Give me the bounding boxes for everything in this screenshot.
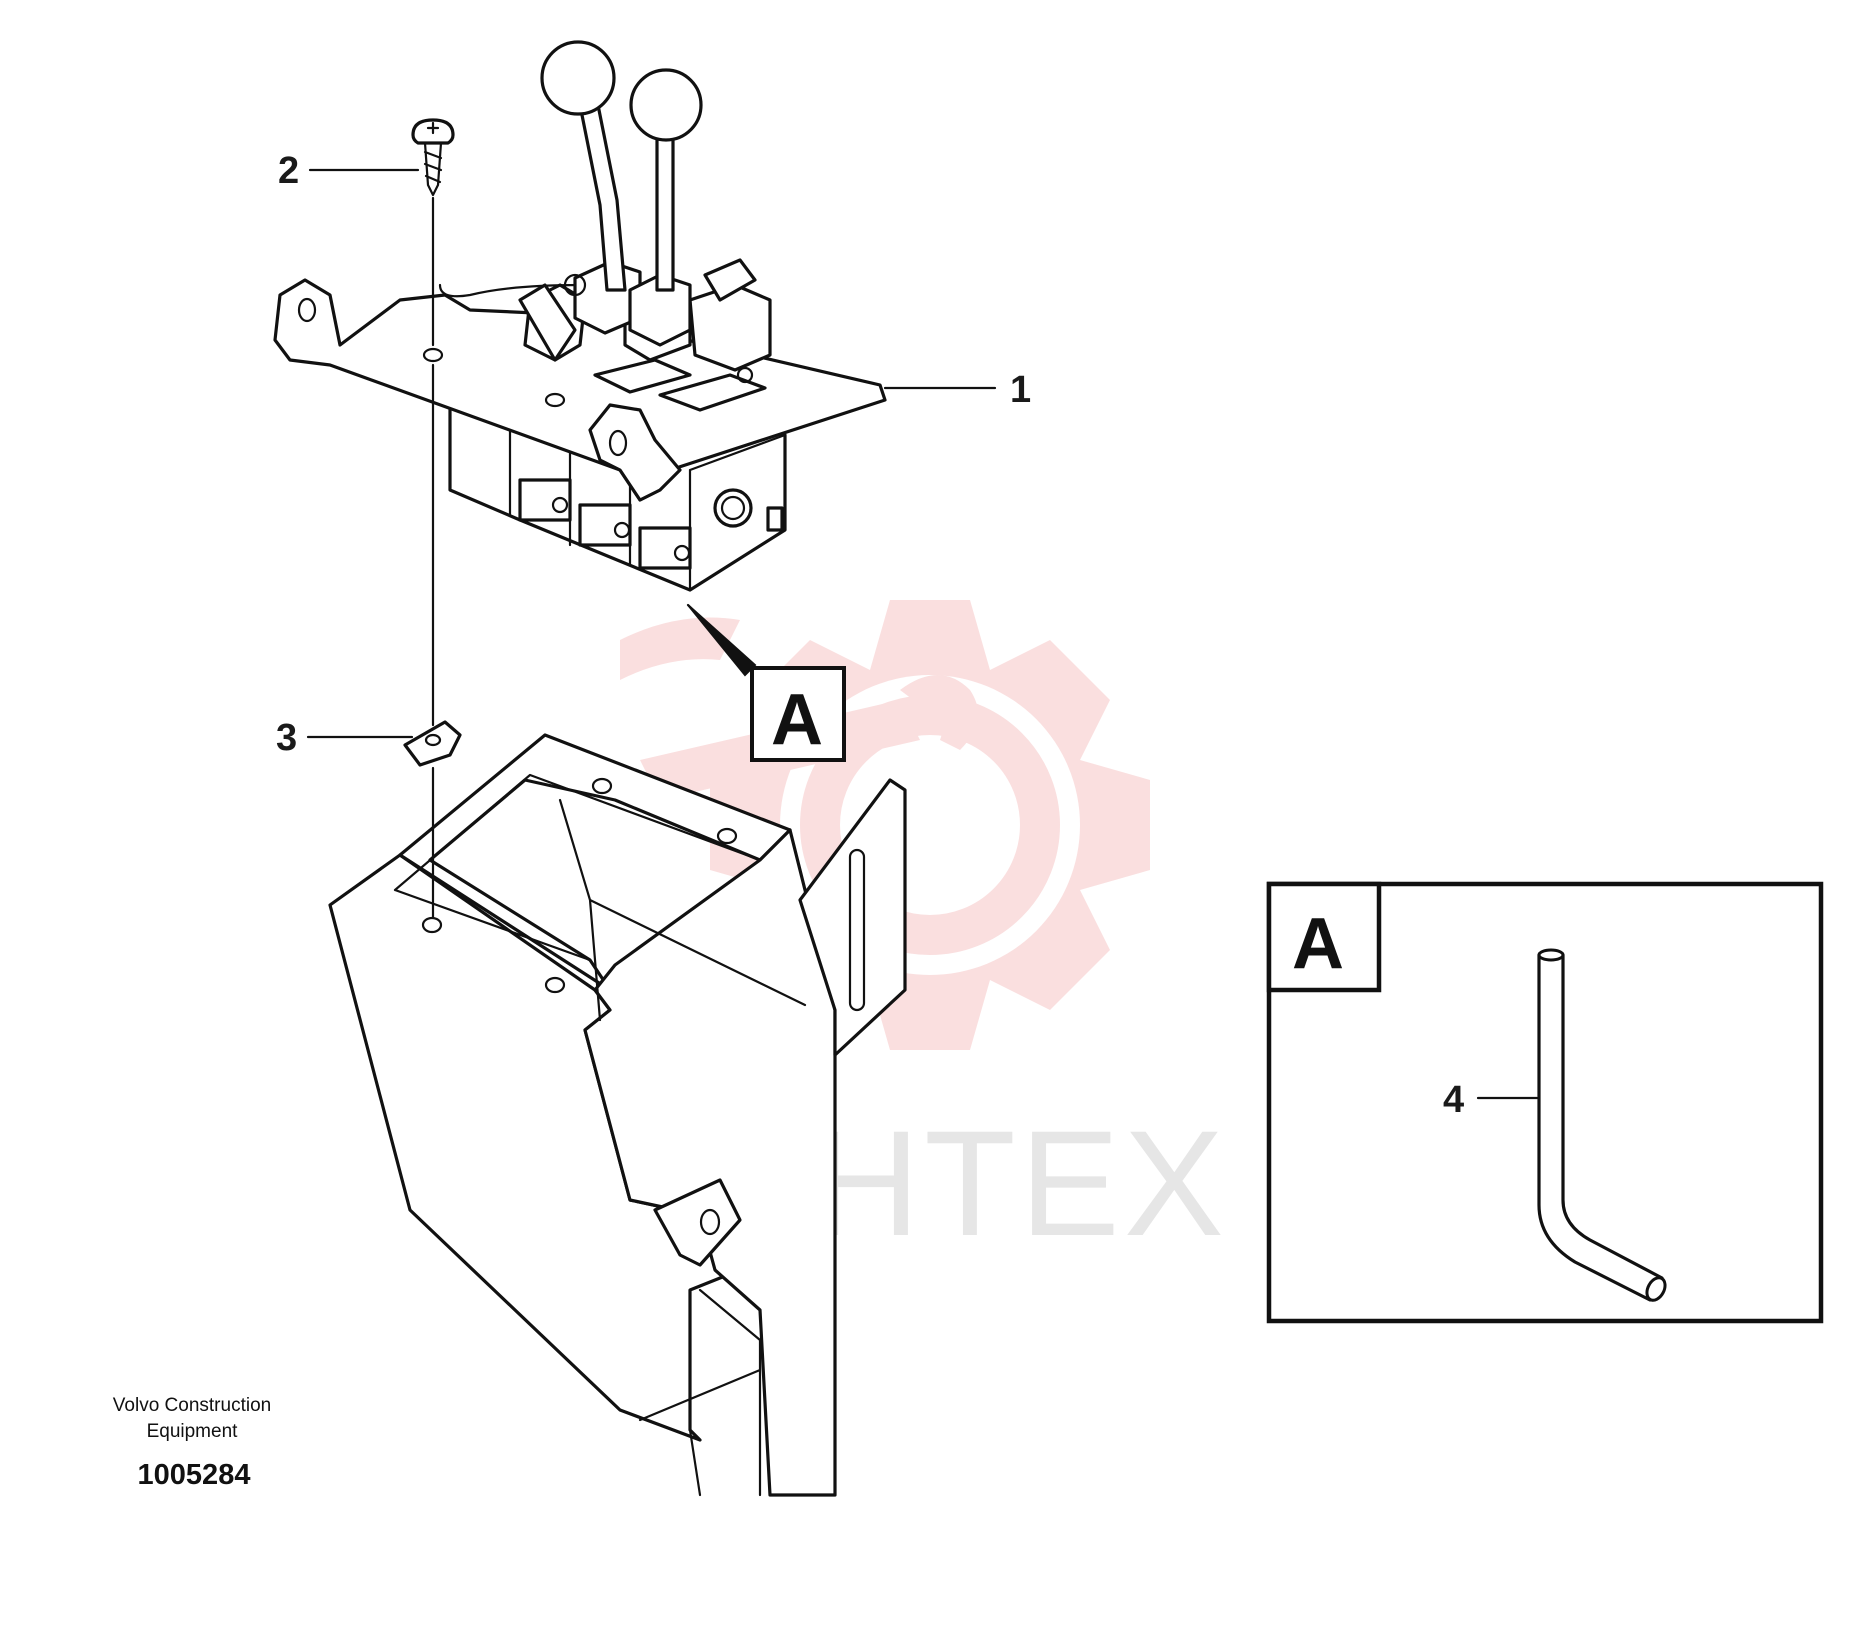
plate-slot <box>593 358 692 394</box>
cover-hole <box>716 827 738 845</box>
spool-tab <box>703 258 757 302</box>
clip-nut <box>403 720 462 767</box>
bracket-hole <box>608 429 628 457</box>
watermark-gear-ring <box>800 695 1060 955</box>
callout-2: 2 <box>278 150 420 192</box>
callout-label-4: 4 <box>1443 1079 1464 1121</box>
callout-1: 1 <box>883 369 1031 411</box>
cover-inner-rim <box>393 773 762 962</box>
lug-hole <box>699 1208 721 1236</box>
plate-slot <box>658 373 767 412</box>
cover-hole <box>591 777 613 795</box>
valve-port-inner <box>720 495 746 521</box>
front-bracket <box>588 403 682 502</box>
cover-inner-lines <box>558 798 807 1497</box>
clip-nut-body <box>403 720 462 767</box>
plate-hole <box>422 347 444 363</box>
watermark-swoosh <box>620 617 740 680</box>
flange-slot <box>848 848 866 1012</box>
cover-side-flange <box>798 778 907 1057</box>
detail-label-letter: A <box>1292 904 1344 984</box>
screw <box>411 118 455 197</box>
view-ref-box <box>750 666 846 762</box>
lever-knob-right <box>629 68 703 142</box>
maker-name-line2: Equipment <box>147 1421 239 1442</box>
valve-bolt <box>613 521 631 539</box>
control-lever-right <box>655 128 675 292</box>
plate-hole <box>544 392 566 408</box>
title-block: Volvo Construction Equipment 1005284 <box>113 1395 271 1491</box>
control-valve-assembly <box>273 40 887 592</box>
cover-lug <box>653 1178 742 1267</box>
callout-3: 3 <box>276 717 414 759</box>
valve-fitting <box>578 503 632 547</box>
view-reference-a: A <box>686 603 846 762</box>
view-arrow-line <box>686 603 757 672</box>
maker-name-line1: Volvo Construction <box>113 1395 271 1416</box>
cover-hole <box>544 976 566 994</box>
valve-bolt <box>551 496 569 514</box>
callout-label-1: 1 <box>1010 369 1031 411</box>
valve-port <box>713 488 753 528</box>
callout-label-3: 3 <box>276 717 297 759</box>
tube-end-top <box>1537 948 1565 962</box>
valve-side-bolt <box>766 506 784 532</box>
plate-hole <box>297 297 317 323</box>
detail-label-box <box>1266 881 1382 993</box>
valve-fitting <box>638 526 692 570</box>
callout-label-2: 2 <box>278 150 299 192</box>
valve-bolt <box>673 544 691 562</box>
part-number: 1005284 <box>138 1459 251 1491</box>
detail-a-box: A 4 <box>1266 881 1824 1324</box>
screw-shank <box>423 141 443 197</box>
console-cover <box>328 733 907 1497</box>
lever-knob-left <box>540 40 616 116</box>
valve-fitting <box>518 478 572 522</box>
screw-recess <box>426 121 440 135</box>
spool-pin <box>563 273 587 297</box>
control-lever-left <box>578 103 627 292</box>
clip-nut-hole <box>424 733 442 747</box>
tube-end-bottom <box>1645 1276 1667 1302</box>
spool-pin <box>736 366 754 384</box>
view-ref-letter: A <box>771 680 823 760</box>
spool-tab <box>518 283 577 362</box>
spool-head-right <box>688 283 772 372</box>
